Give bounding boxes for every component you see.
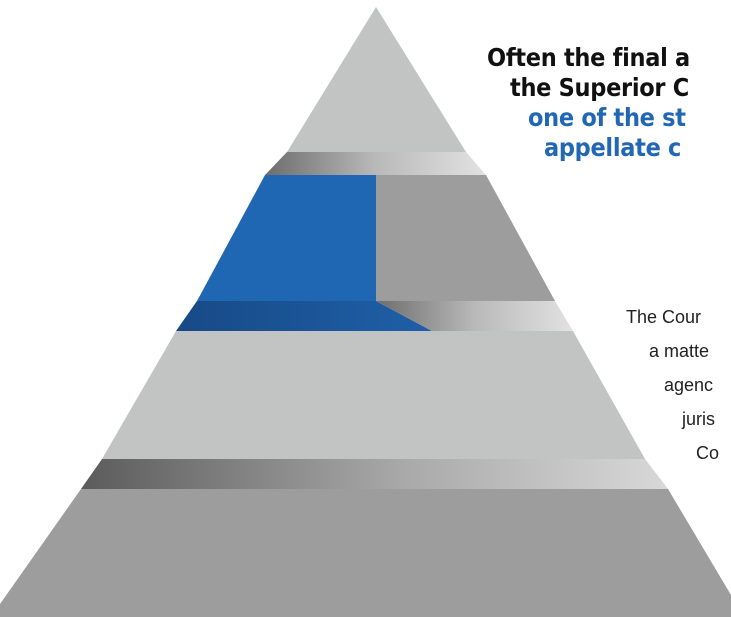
pyramid-tier-4 xyxy=(0,489,731,617)
tier-1-shadow-ledge xyxy=(265,152,486,175)
body-line-1: The Cour xyxy=(626,300,731,334)
body-line-4: juris xyxy=(682,402,731,436)
tier-4-face xyxy=(0,489,731,617)
body-paragraph: The Cour a matte agenc juris Co xyxy=(560,300,731,470)
headline-line-1: Often the final a xyxy=(487,43,731,73)
body-line-2: a matte xyxy=(649,334,731,368)
tier-2-right-face xyxy=(376,175,555,301)
body-line-3: agenc xyxy=(664,368,731,402)
headline-line-4: appellate c xyxy=(544,133,731,163)
headline-line-3: one of the st xyxy=(528,103,731,133)
headline-line-2: the Superior C xyxy=(510,73,731,103)
body-line-5: Co xyxy=(696,436,731,470)
pyramid-tier-2 xyxy=(176,175,573,331)
headline: Often the final a the Superior C one of … xyxy=(487,43,731,163)
pyramid-tier-1 xyxy=(265,7,486,175)
tier-2-highlight-face xyxy=(197,175,376,301)
tier-1-face xyxy=(287,7,466,152)
